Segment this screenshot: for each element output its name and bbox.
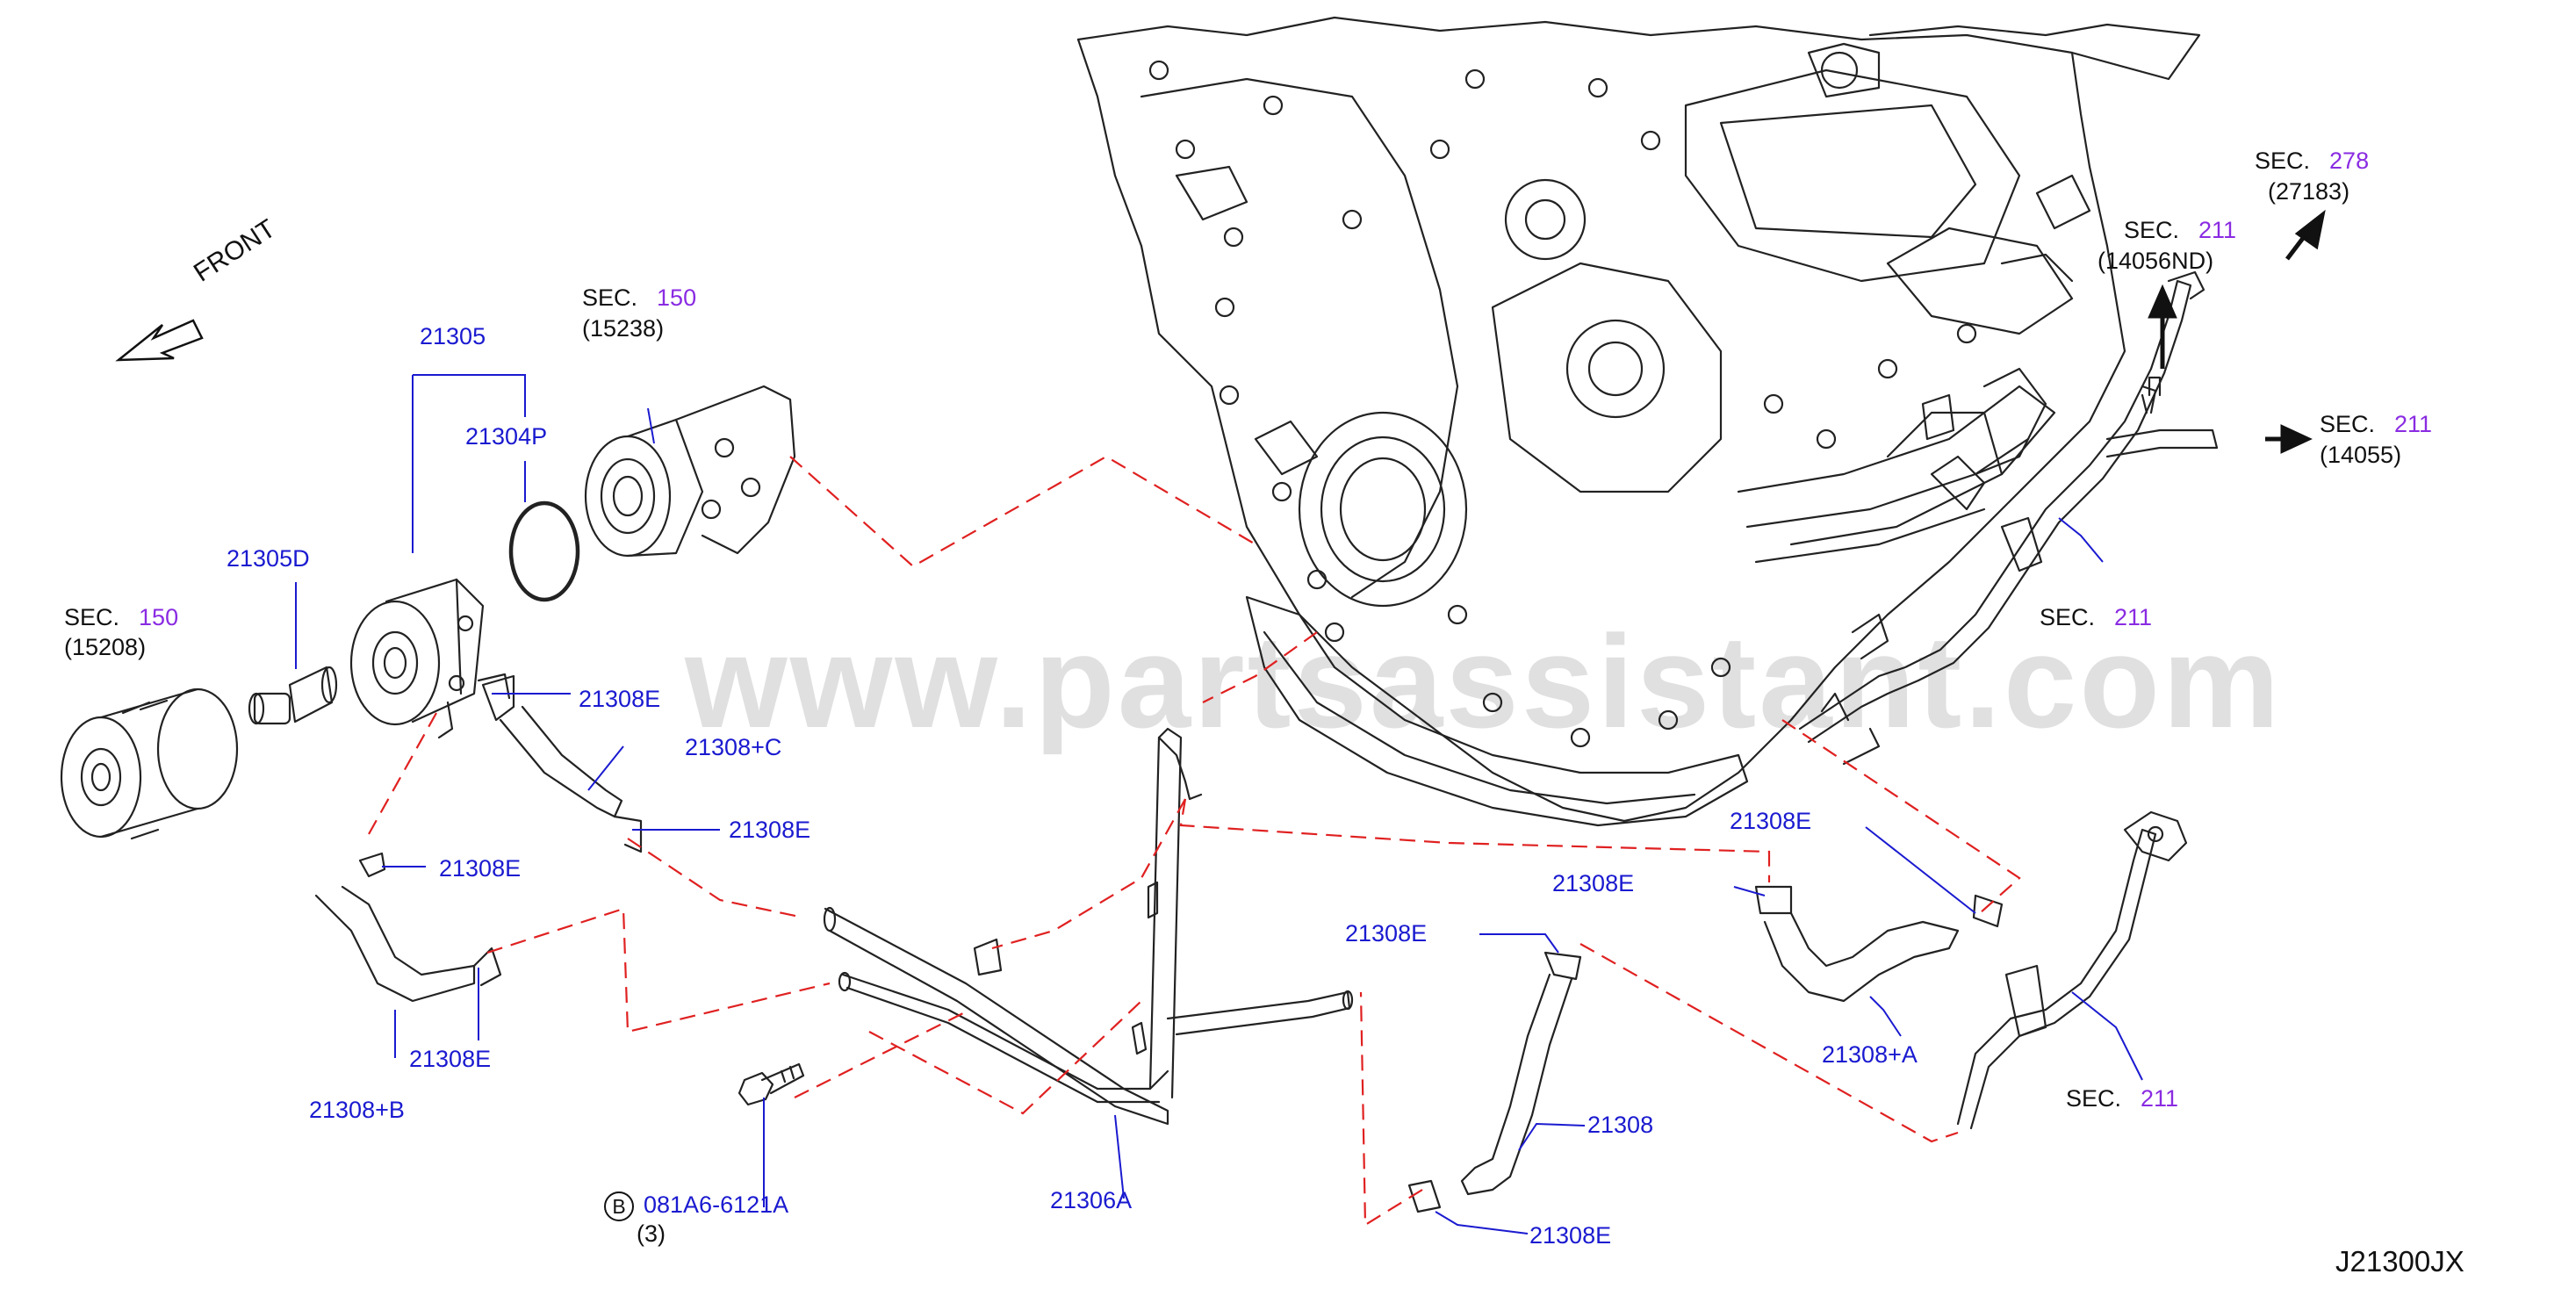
engine-block (1076, 16, 2201, 827)
part-label-21308e-1: 21308E (579, 686, 661, 712)
part-label-bolt: 081A6-6121A (644, 1191, 789, 1218)
part-label-21305d: 21305D (227, 545, 310, 572)
part-label-21308e-7: 21308E (1730, 808, 1812, 834)
section-ref-27183: (27183) (2268, 178, 2350, 205)
direction-arrows (2148, 209, 2326, 454)
part-label-21306a: 21306A (1050, 1187, 1133, 1213)
section-label-150-a: SEC.150 (582, 284, 697, 311)
front-arrow-icon (115, 319, 204, 362)
part-label-21308b: 21308+B (309, 1097, 405, 1123)
watermark: www.partsassistant.com (685, 608, 2283, 755)
part-label-21305: 21305 (420, 323, 486, 349)
leader-lines (295, 374, 2143, 1235)
part-label-21308e-8: 21308E (1529, 1222, 1612, 1249)
section-label-211-c: SEC.211 (2040, 604, 2153, 630)
pipe-assembly (823, 727, 1354, 1126)
part-label-21308e-5: 21308E (1345, 920, 1428, 947)
section-label-150-b: SEC.150 (64, 604, 179, 630)
section-ref-15208: (15208) (64, 634, 147, 660)
section-ref-14056nd: (14056ND) (2097, 248, 2214, 274)
section-ref-14055: (14055) (2320, 442, 2402, 468)
bolt-marker: B (604, 1191, 634, 1221)
oil-filter-bracket (584, 385, 796, 558)
pipe-stub (2148, 376, 2162, 397)
o-ring (508, 500, 580, 602)
diagram-code: J21300JX (2335, 1245, 2464, 1278)
pipe-upper-right (1798, 270, 2219, 766)
hose-21308c (481, 674, 623, 818)
part-label-21308c: 21308+C (685, 734, 782, 760)
pipe-lower-right (1956, 810, 2188, 1130)
hose-clamp (358, 673, 643, 878)
part-label-21308a: 21308+A (1822, 1041, 1918, 1068)
part-label-21308e-4: 21308E (409, 1046, 492, 1072)
section-label-278: SEC.278 (2255, 148, 2370, 174)
part-label-21304p: 21304P (465, 423, 548, 450)
section-label-211-d: SEC.211 (2066, 1085, 2179, 1112)
oil-cooler (349, 578, 485, 739)
hose-21308 (1407, 951, 1582, 1213)
oil-filter (60, 687, 239, 840)
bolt (738, 1062, 805, 1106)
connector-plug (248, 666, 338, 725)
part-label-21308: 21308 (1587, 1112, 1654, 1138)
section-label-211-b: SEC.211 (2320, 411, 2433, 437)
hose-21308b (314, 885, 502, 1003)
part-label-21308e-2: 21308E (729, 817, 811, 843)
part-label-bolt-qty: (3) (637, 1220, 666, 1247)
part-label-21308e-3: 21308E (439, 855, 522, 882)
section-ref-15238: (15238) (582, 315, 665, 342)
part-label-21308e-6: 21308E (1552, 870, 1635, 896)
dashed-connection-lines (368, 455, 2021, 1227)
section-label-211-a: SEC.211 (2124, 217, 2237, 243)
